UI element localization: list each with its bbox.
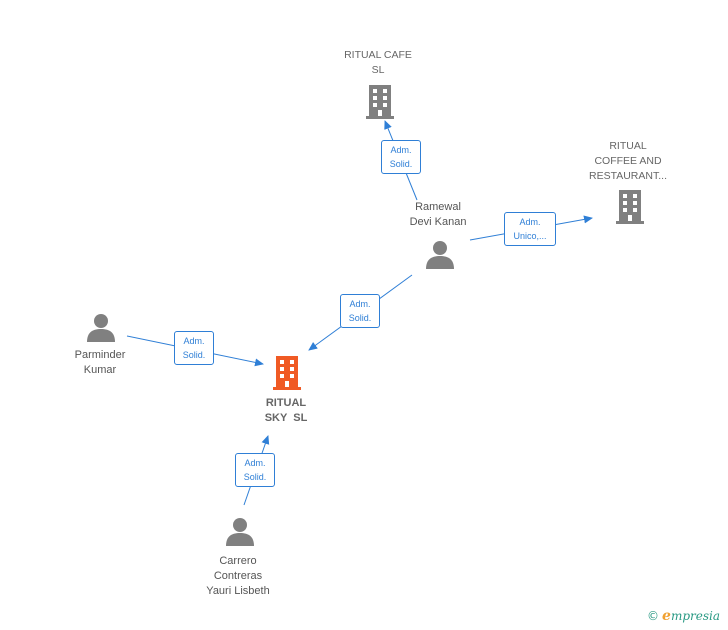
node-label-ritual-cafe[interactable]: RITUAL CAFE SL — [328, 48, 428, 78]
brand-logo: ©empresia — [647, 608, 720, 624]
node-label-parminder[interactable]: Parminder Kumar — [50, 348, 150, 378]
node-label-ramewal[interactable]: Ramewal Devi Kanan — [388, 200, 488, 230]
node-label-ritual-coffee[interactable]: RITUAL COFFEE AND RESTAURANT... — [578, 139, 678, 184]
building-icon-main[interactable] — [271, 355, 303, 391]
edge-label-line: Adm. — [349, 299, 371, 309]
person-icon[interactable] — [86, 313, 116, 343]
node-label-line: RITUAL CAFE — [344, 49, 412, 61]
edge-label-line: Adm. — [390, 145, 412, 155]
person-icon[interactable] — [425, 240, 455, 270]
edge-label-line: Solid. — [182, 350, 206, 360]
node-label-line: Carrero — [219, 555, 257, 567]
node-label-carrero[interactable]: Carrero Contreras Yauri Lisbeth — [188, 554, 288, 599]
edge-label-parminder-sky[interactable]: Adm. Solid. — [174, 331, 214, 365]
node-label-line: RESTAURANT... — [589, 170, 667, 182]
edge-label-line: Adm. — [244, 458, 266, 468]
edge-label-line: Adm. — [519, 217, 541, 227]
node-label-line: SL — [371, 64, 385, 76]
edge-label-line: Adm. — [183, 336, 205, 346]
building-icon[interactable] — [364, 84, 396, 120]
person-icon[interactable] — [225, 517, 255, 547]
edge-label-carrero-sky[interactable]: Adm. Solid. — [235, 453, 275, 487]
edge-label-line: Solid. — [243, 472, 267, 482]
node-label-ritual-sky[interactable]: RITUAL SKY SL — [236, 396, 336, 426]
node-label-line: COFFEE AND — [594, 155, 662, 167]
node-label-line: Devi Kanan — [409, 216, 467, 228]
edge-label-line: Solid. — [389, 159, 413, 169]
node-label-line: RITUAL — [265, 397, 307, 409]
building-icon[interactable] — [614, 189, 646, 225]
edge-label-line: Unico,... — [513, 231, 547, 241]
node-label-line: Yauri Lisbeth — [206, 585, 270, 597]
edge-label-ramewal-cafe[interactable]: Adm. Solid. — [381, 140, 421, 174]
brand-name: mpresia — [670, 609, 720, 623]
edge-label-ramewal-sky[interactable]: Adm. Solid. — [340, 294, 380, 328]
brand-initial: e — [662, 608, 671, 624]
edge-label-ramewal-coffee[interactable]: Adm. Unico,... — [504, 212, 556, 246]
node-label-line: Kumar — [83, 364, 117, 376]
node-label-line: Parminder — [74, 349, 126, 361]
copyright-symbol: © — [647, 609, 660, 623]
node-label-line: RITUAL — [609, 140, 647, 152]
node-label-line: SKY SL — [264, 412, 308, 424]
node-label-line: Ramewal — [415, 201, 461, 213]
node-label-line: Contreras — [213, 570, 263, 582]
edge-label-line: Solid. — [348, 313, 372, 323]
